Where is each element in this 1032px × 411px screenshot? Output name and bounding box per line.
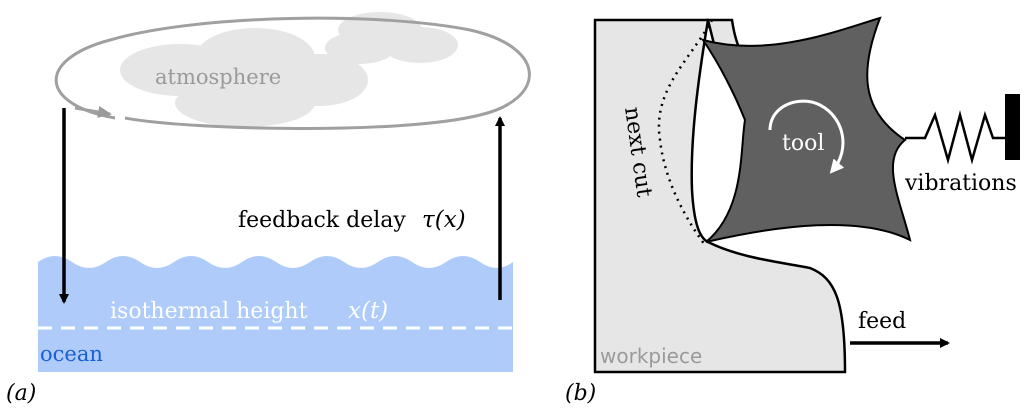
next-cut-line <box>657 19 714 246</box>
panel-b-label: (b) <box>565 381 596 406</box>
rotation-arrow-icon <box>768 99 845 174</box>
feedback-symbol: τ(x) <box>422 207 466 233</box>
tool-body <box>700 16 912 243</box>
circulation-loop <box>54 16 531 131</box>
panel-a-label: (a) <box>6 381 36 406</box>
panel-b: tool vibrations next cut feed workpiece … <box>565 16 1020 406</box>
isotherm-label: isothermal height <box>110 299 308 324</box>
ocean-body <box>38 256 513 372</box>
spring-mount <box>1005 94 1020 160</box>
feed-label: feed <box>858 309 906 334</box>
isotherm-symbol: x(t) <box>348 298 388 324</box>
workpiece-label: workpiece <box>600 344 702 368</box>
panel-a: atmosphere feedback delay τ(x) isotherma… <box>6 12 531 406</box>
spring-icon <box>905 110 1005 165</box>
atmosphere-label: atmosphere <box>155 65 281 89</box>
ocean-label: ocean <box>40 342 103 366</box>
feedback-label: feedback delay <box>238 208 406 233</box>
vibrations-label: vibrations <box>904 171 1017 196</box>
tool-label: tool <box>782 131 824 156</box>
circulation-arrow-icon <box>74 106 112 118</box>
